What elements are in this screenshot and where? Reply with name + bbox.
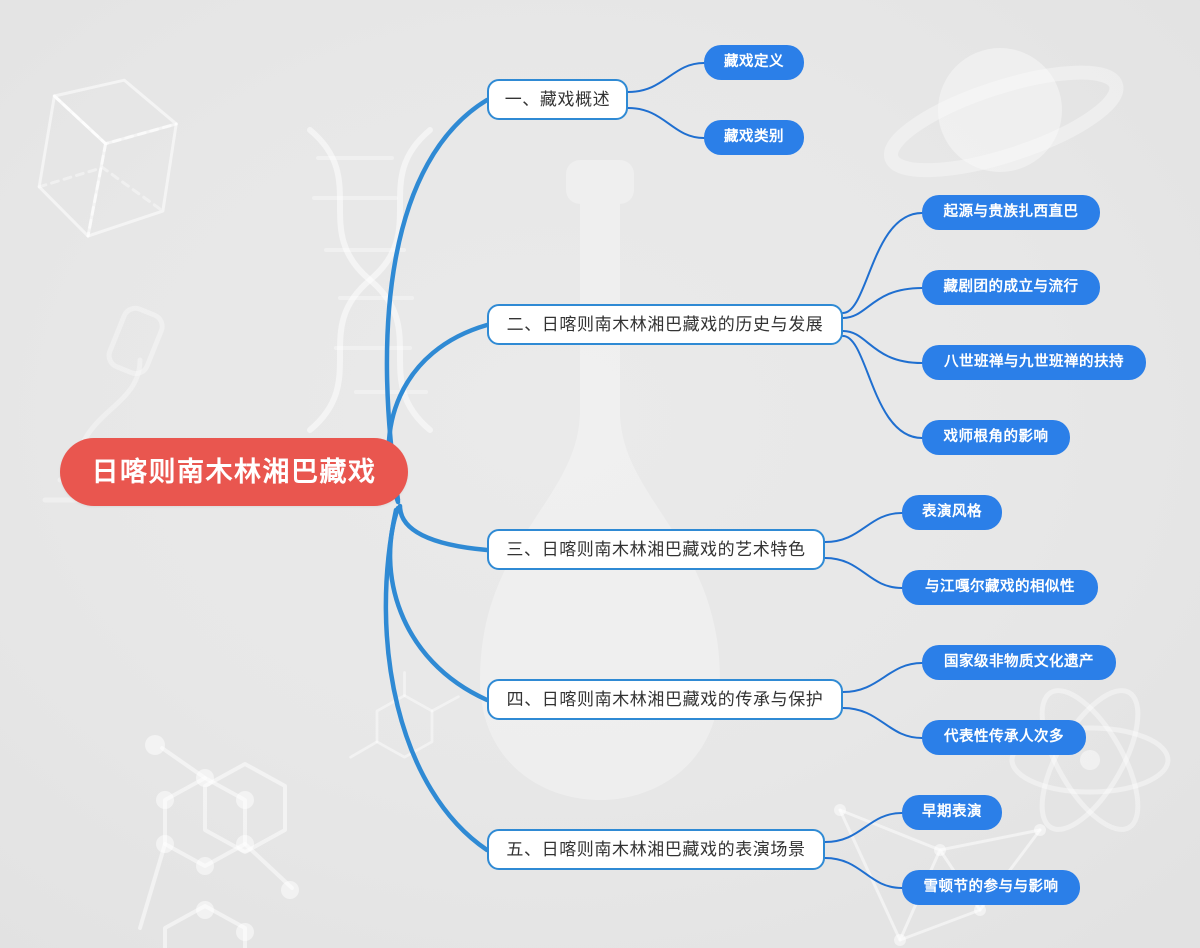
leaf-node-2-4[interactable]: 戏师根角的影响 — [922, 420, 1070, 455]
sub-edge-2-3 — [842, 330, 923, 364]
sub-edge-3-1 — [824, 512, 903, 543]
sub-edge-4-2 — [842, 707, 923, 739]
leaf-node-4-2[interactable]: 代表性传承人次多 — [922, 720, 1086, 755]
branch-node-4-label: 四、日喀则南木林湘巴藏戏的传承与保护 — [506, 690, 824, 709]
leaf-node-3-2[interactable]: 与江嘎尔藏戏的相似性 — [902, 570, 1098, 605]
branch-node-4[interactable]: 四、日喀则南木林湘巴藏戏的传承与保护 — [487, 679, 843, 720]
sub-edge-1-1 — [627, 62, 705, 93]
branch-node-1[interactable]: 一、藏戏概述 — [487, 79, 628, 120]
leaf-node-1-2-label: 藏戏类别 — [724, 129, 784, 146]
sub-edge-3-2 — [824, 557, 903, 589]
molecule-hexagon-icon — [138, 735, 299, 948]
leaf-node-4-1[interactable]: 国家级非物质文化遗产 — [922, 645, 1116, 680]
leaf-node-3-2-label: 与江嘎尔藏戏的相似性 — [925, 579, 1075, 596]
sub-edge-group — [627, 62, 923, 889]
sub-edge-4-1 — [842, 662, 923, 693]
sub-edge-5-1 — [824, 812, 903, 843]
leaf-node-2-1[interactable]: 起源与贵族扎西直巴 — [922, 195, 1100, 230]
leaf-node-3-1-label: 表演风格 — [922, 504, 982, 521]
branch-node-5-label: 五、日喀则南木林湘巴藏戏的表演场景 — [506, 840, 806, 859]
atom-icon — [1009, 688, 1171, 832]
main-edge-4 — [387, 505, 490, 703]
leaf-node-2-2-label: 藏剧团的成立与流行 — [943, 279, 1079, 296]
leaf-node-2-4-label: 戏师根角的影响 — [943, 429, 1049, 446]
main-edge-3 — [397, 503, 490, 553]
leaf-node-1-2[interactable]: 藏戏类别 — [704, 120, 804, 155]
branch-node-3[interactable]: 三、日喀则南木林湘巴藏戏的艺术特色 — [487, 529, 825, 570]
branch-node-5[interactable]: 五、日喀则南木林湘巴藏戏的表演场景 — [487, 829, 825, 870]
branch-node-2[interactable]: 二、日喀则南木林湘巴藏戏的历史与发展 — [487, 304, 843, 345]
molecule-hexagon-icon — [349, 671, 460, 759]
sub-edge-1-2 — [627, 107, 705, 139]
leaf-node-5-2-label: 雪顿节的参与与影响 — [923, 879, 1059, 896]
leaf-node-4-2-label: 代表性传承人次多 — [944, 729, 1064, 746]
sub-edge-2-4 — [842, 335, 923, 439]
sub-edge-2-1 — [842, 212, 923, 314]
branch-node-2-label: 二、日喀则南木林湘巴藏戏的历史与发展 — [506, 315, 824, 334]
root-node-label: 日喀则南木林湘巴藏戏 — [91, 456, 377, 487]
sub-edge-5-2 — [824, 857, 903, 889]
dna-helix-icon — [307, 127, 433, 433]
branch-node-1-label: 一、藏戏概述 — [504, 90, 611, 109]
geometry-cube-icon — [37, 78, 178, 238]
root-node[interactable]: 日喀则南木林湘巴藏戏 — [60, 438, 408, 506]
leaf-node-1-1[interactable]: 藏戏定义 — [704, 45, 804, 80]
leaf-node-2-3[interactable]: 八世班禅与九世班禅的扶持 — [922, 345, 1146, 380]
leaf-node-3-1[interactable]: 表演风格 — [902, 495, 1002, 530]
leaf-node-2-2[interactable]: 藏剧团的成立与流行 — [922, 270, 1100, 305]
leaf-node-5-2[interactable]: 雪顿节的参与与影响 — [902, 870, 1080, 905]
main-edge-1 — [384, 97, 490, 503]
main-edge-5 — [383, 507, 490, 853]
leaf-node-4-1-label: 国家级非物质文化遗产 — [944, 654, 1094, 671]
branch-node-3-label: 三、日喀则南木林湘巴藏戏的艺术特色 — [506, 540, 806, 559]
sub-edge-2-2 — [842, 287, 923, 319]
leaf-node-5-1-label: 早期表演 — [922, 804, 982, 821]
leaf-node-2-1-label: 起源与贵族扎西直巴 — [943, 204, 1079, 221]
leaf-node-1-1-label: 藏戏定义 — [724, 54, 784, 71]
leaf-node-5-1[interactable]: 早期表演 — [902, 795, 1002, 830]
leaf-node-2-3-label: 八世班禅与九世班禅的扶持 — [944, 354, 1124, 371]
saturn-planet-icon — [883, 48, 1124, 178]
